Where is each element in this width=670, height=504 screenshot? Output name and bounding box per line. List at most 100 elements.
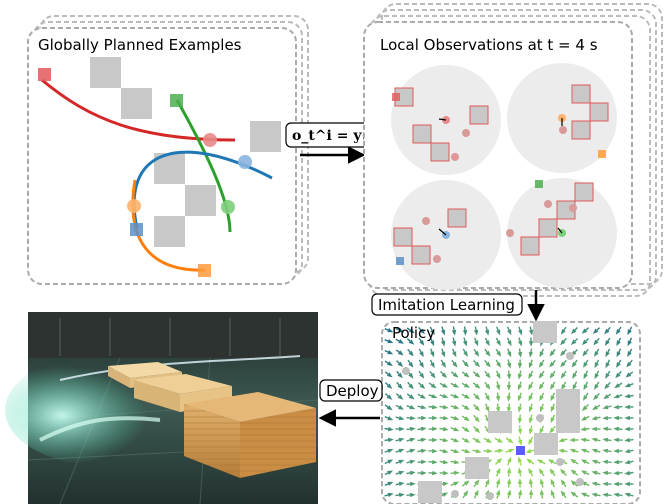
policy-field-arrow xyxy=(384,382,393,389)
policy-field-arrow xyxy=(594,359,600,369)
policy-field-arrow xyxy=(625,371,634,378)
policy-field-arrow xyxy=(439,437,449,443)
policy-field-arrow xyxy=(517,403,523,413)
policy-field-arrow xyxy=(494,448,504,454)
policy-field-arrow xyxy=(605,359,611,369)
policy-field-arrow xyxy=(602,448,612,454)
policy-field-arrow xyxy=(571,359,578,368)
policy-field-arrow xyxy=(417,426,427,432)
policy-field-arrow xyxy=(417,448,427,454)
policy-field-arrow xyxy=(450,448,460,454)
policy-field-arrow xyxy=(484,337,490,347)
blue-robot xyxy=(238,155,252,169)
policy-field-arrow xyxy=(594,348,600,357)
policy-obstacles xyxy=(418,321,580,503)
policy-field-arrow xyxy=(450,481,460,487)
policy-field-arrow xyxy=(384,459,394,465)
green-robot xyxy=(221,200,235,214)
policy-field-arrow xyxy=(560,490,567,499)
policy-field-arrow xyxy=(417,404,427,410)
policy-field-arrow xyxy=(624,448,634,454)
policy-field-arrow xyxy=(602,404,612,410)
policy-field-arrow xyxy=(550,392,556,402)
policy-field-arrow xyxy=(462,326,468,336)
policy-field-arrow xyxy=(506,326,512,336)
policy-field-arrow xyxy=(484,348,491,357)
policy-field-arrow xyxy=(517,370,523,380)
policy-field-arrow xyxy=(581,338,589,346)
policy-field-arrow xyxy=(528,392,534,402)
policy-field-arrow xyxy=(395,349,404,356)
policy-field-arrow xyxy=(406,448,416,454)
policy-field-arrow xyxy=(591,481,601,487)
policy-field-arrow xyxy=(395,437,405,443)
policy-field-arrow xyxy=(526,458,535,465)
policy-field-arrow xyxy=(450,459,460,465)
policy-field-arrow xyxy=(473,489,479,499)
policy-field-arrow xyxy=(593,393,600,401)
policy-field-arrow xyxy=(624,459,634,465)
policy-field-arrow xyxy=(484,381,491,390)
policy-field-arrow xyxy=(624,382,634,388)
policy-field-arrow xyxy=(549,468,556,477)
policy-field-arrow xyxy=(505,448,515,454)
policy-field-arrow xyxy=(604,337,611,346)
policy-field-arrow xyxy=(428,393,438,399)
policy-field-arrow xyxy=(418,382,426,389)
policy-field-arrow xyxy=(406,327,415,334)
policy-field-arrow xyxy=(472,382,481,389)
policy-field-arrow xyxy=(484,403,490,413)
policy-field-arrow xyxy=(428,459,438,465)
policy-field-arrow xyxy=(396,381,403,390)
policy-field-arrow xyxy=(517,467,523,477)
policy-field-arrow xyxy=(450,382,460,388)
policy-field-arrow xyxy=(384,338,394,344)
policy-field-arrow xyxy=(406,393,415,400)
policy-field-arrow xyxy=(439,448,449,454)
policy-field-arrow xyxy=(384,481,394,487)
policy-field-arrow xyxy=(580,437,590,443)
policy-field-arrow xyxy=(528,436,534,446)
policy-field-arrow xyxy=(539,348,545,358)
policy-field-arrow xyxy=(614,382,623,389)
policy-field-arrow xyxy=(613,404,623,410)
policy-field-arrow xyxy=(428,382,437,389)
policy-field-arrow xyxy=(461,426,470,433)
policy-field-arrow xyxy=(571,327,578,335)
policy-field-arrow xyxy=(406,437,416,443)
policy-field-arrow xyxy=(473,426,481,434)
policy-field-arrow xyxy=(517,456,523,466)
policy-field-arrow xyxy=(560,479,567,488)
policy-field-arrow xyxy=(483,437,492,443)
policy-field-arrow xyxy=(461,404,470,410)
policy-field-arrow xyxy=(461,480,470,487)
deployment-photo xyxy=(5,312,319,504)
policy-field-arrow xyxy=(450,404,460,410)
policy-field-arrow xyxy=(440,348,446,358)
policy-field-arrow xyxy=(549,359,556,368)
policy-field-arrow xyxy=(538,370,545,379)
policy-field-arrow xyxy=(495,467,501,477)
policy-field-arrow xyxy=(396,370,403,379)
policy-field-arrow xyxy=(439,404,449,410)
policy-field-arrow xyxy=(572,381,578,391)
policy-field-arrow xyxy=(591,492,601,498)
policy-field-arrow xyxy=(406,470,416,476)
policy-field-arrow xyxy=(395,393,404,400)
policy-field-arrow xyxy=(506,370,512,380)
policy-field-arrow xyxy=(439,393,449,399)
policy-field-arrow xyxy=(450,470,460,476)
policy-field-arrow xyxy=(495,478,501,488)
policy-field-arrow xyxy=(550,489,556,499)
policy-field-arrow xyxy=(627,326,633,336)
policy-field-arrow xyxy=(506,478,512,488)
policy-field-arrow xyxy=(418,337,425,346)
policy-field-arrow xyxy=(472,371,481,378)
policy-field-arrow xyxy=(549,425,556,434)
policy-field-arrow xyxy=(517,436,523,446)
policy-field-arrow xyxy=(440,359,446,368)
policy-field-arrow xyxy=(495,370,501,380)
policy-field-arrow xyxy=(561,381,567,391)
policy-field-arrow xyxy=(406,338,415,345)
